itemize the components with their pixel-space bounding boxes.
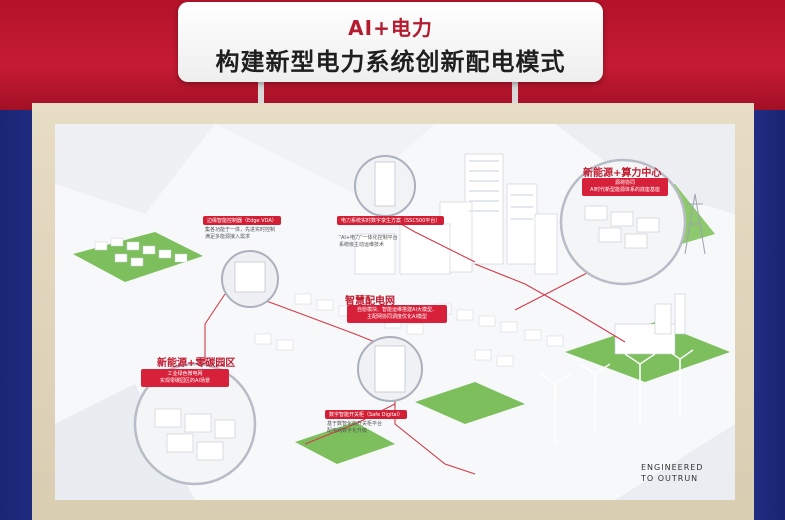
power-plant <box>614 293 686 355</box>
zero-carbon-buildings <box>154 408 236 461</box>
zero-carbon-box-line-1: 工业绿色微电网 <box>167 371 203 377</box>
sign-post-left <box>258 80 264 108</box>
brand-line-1: ENGINEERED <box>641 463 704 472</box>
title-line-1: AI+电力 <box>348 16 433 40</box>
safe-digital-desc-1: 基于数智化的开关柜平台 <box>327 421 383 427</box>
smart-grid-box-line-2: 主配网协同调度优化AI模型 <box>367 314 427 320</box>
circle-callouts <box>221 155 423 402</box>
region-title-compute: 新能源+算力中心 <box>583 168 662 179</box>
bg-facet <box>615 424 735 500</box>
zero-carbon-box: 工业绿色微电网 实现零碳园区的AI场景 <box>141 369 229 387</box>
power-system-desc-1: “AI+电力”一体化控制平台 <box>339 235 398 241</box>
edge-tag: 边缘智能控制器（Edge VDA） <box>203 216 281 225</box>
green-field-mid <box>415 382 525 424</box>
green-field-left <box>73 232 203 282</box>
smart-grid-box: 自愈模块、智能运维搭建AI大模型、 主配网协同调度优化AI模型 <box>347 305 447 323</box>
power-system-desc-2: 系统级主动运维技术 <box>339 242 385 248</box>
brand-slogan: ENGINEERED TO OUTRUN <box>641 462 703 484</box>
edge-desc-2: 满足多能源接入需求 <box>205 234 251 240</box>
city-towers <box>354 153 558 275</box>
datacenter-buildings <box>584 205 660 249</box>
region-title-smart-grid: 智慧配电网 <box>345 296 395 307</box>
region-title-zero-carbon: 新能源+零碳园区 <box>157 358 236 369</box>
transmission-tower <box>684 193 706 255</box>
sign-post-right <box>512 80 518 108</box>
power-system-tag: 电力系统实时数字孪生方案（SSC500平台） <box>337 216 445 225</box>
brand-line-2: TO OUTRUN <box>641 474 699 483</box>
zero-carbon-box-line-2: 实现零碳园区的AI场景 <box>160 378 210 384</box>
compute-box-line-1: 源荷协同 <box>614 180 635 186</box>
title-line-2: 构建新型电力系统创新配电模式 <box>215 48 566 76</box>
bg-facet <box>215 124 435 194</box>
safe-digital-desc-2: 配电网数字化升级 <box>327 428 368 434</box>
poster-board: 新能源+算力中心 新能源+零碳园区 智慧配电网 源荷协同 AI时代新型能源体系的… <box>55 124 735 500</box>
title-board: AI+电力 构建新型电力系统创新配电模式 <box>178 2 603 82</box>
compute-box-line-2: AI时代新型能源体系的底座基座 <box>590 187 660 193</box>
compute-box: 源荷协同 AI时代新型能源体系的底座基座 <box>582 178 668 196</box>
safe-digital-tag: 数字智能开关柜（Safe Digital） <box>325 410 407 419</box>
edge-desc-1: 集各功能于一体，先进实时控制 <box>205 227 276 233</box>
wind-turbines <box>539 349 694 444</box>
green-field-bottom <box>295 422 395 464</box>
bg-facet <box>55 124 215 214</box>
tower-windows <box>469 160 533 220</box>
solar-blocks-left <box>94 237 188 267</box>
smart-grid-box-line-1: 自愈模块、智能运维搭建AI大模型、 <box>357 307 437 313</box>
